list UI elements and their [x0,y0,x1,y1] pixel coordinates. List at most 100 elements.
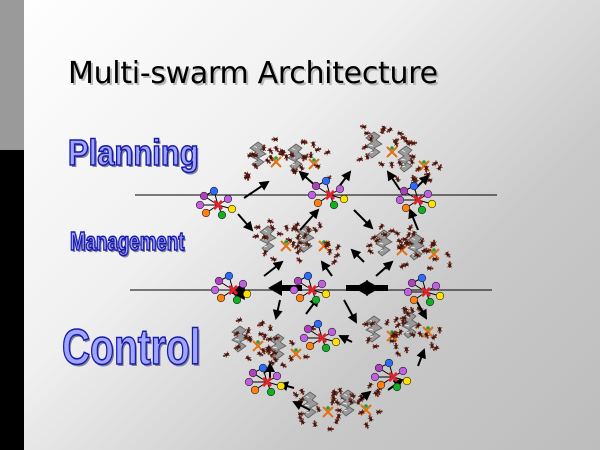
ant-icon [223,351,230,358]
ant-icon [245,327,252,334]
ant-icon [394,350,402,357]
swarm-icon [290,221,342,265]
molecule-agent-icon [370,358,412,392]
ant-icon [269,224,276,232]
ant-icon [403,138,410,145]
ant-icon [410,230,417,238]
ant-icon [314,146,322,153]
ant-icon [233,330,241,337]
ant-icon [361,143,369,151]
arrow-icon [350,248,365,263]
ant-icon [363,421,370,429]
ant-icon [292,391,300,399]
ant-icon [380,125,387,133]
ant-icon [432,256,439,262]
ant-icon [380,231,388,238]
arrow-icon [338,335,353,345]
ant-icon [300,154,307,162]
ant-icon [234,343,242,351]
ant-icon [368,320,376,327]
ant-icon [261,333,268,341]
ant-icon [244,354,252,362]
ant-icon [335,407,342,414]
ant-icon [373,237,381,244]
ant-icon [278,150,286,157]
ant-icon [410,174,417,182]
ant-icon [426,265,434,271]
ant-icon [372,390,380,398]
ant-icon [397,328,404,336]
layer-label-planning: Planning [67,131,199,174]
ant-icon [367,415,374,422]
ant-icon [347,398,355,405]
ant-icon [393,316,400,323]
ant-icon [285,237,293,244]
ant-icon [408,157,415,165]
ant-icon [416,330,424,338]
ant-icon [335,243,342,251]
ant-icon [298,411,305,417]
ant-icon [359,124,367,130]
ant-icon [303,354,310,360]
ant-icon [393,230,401,237]
arrow-icon [346,280,380,296]
ant-icon [262,234,269,241]
ant-icon [298,164,305,172]
ant-icon [388,161,395,169]
ant-icon [403,346,410,354]
arrow-icon [353,209,374,230]
ant-icon [273,145,280,153]
ant-icon [294,243,301,250]
arrow-icon [359,390,372,401]
ant-icon [252,233,260,240]
molecule-agent-icon [299,319,341,353]
ant-icon [290,241,297,248]
ant-icon [312,226,319,234]
ant-icon [420,247,428,254]
ant-icon [413,252,421,259]
ant-icon [390,333,397,340]
ant-icon [267,324,274,332]
ant-icon [265,346,273,353]
arrow-icon [292,401,311,411]
swarm-icon [397,305,443,352]
ant-icon [367,248,374,255]
ant-icon [279,361,287,369]
ant-icon [333,252,341,259]
ant-icon [363,130,371,136]
arrow-icon [243,180,270,199]
ant-icon [394,321,402,329]
ant-icon [349,392,357,400]
ant-icon [302,232,309,240]
ant-icon [270,256,277,263]
ant-icon [323,149,331,156]
ant-icon [256,350,264,357]
slide-title: Multi-swarm Architecture [68,56,438,91]
ant-icon [235,316,243,324]
ant-icon [365,336,372,344]
layer-label-control: Control [61,318,201,376]
ant-icon [444,251,451,258]
ant-icon [389,338,397,344]
ant-icon [283,224,290,232]
ant-icon [245,174,251,181]
molecule-agent-icon [403,273,445,307]
ant-icon [401,306,408,313]
molecule-agent-icon [195,186,237,220]
ant-icon [431,160,439,167]
ant-icon [409,153,416,160]
ant-icon [436,164,443,171]
swarm-icon [278,138,332,182]
ant-icon [372,343,380,350]
ant-icon [260,144,267,152]
ant-icon [399,315,407,321]
ant-icon [396,237,403,245]
ant-icon [392,140,400,147]
ant-icon [253,224,261,230]
ant-icon [399,263,406,270]
arrow-icon [272,299,283,320]
ant-icon [289,339,296,347]
arrow-icon [408,208,419,231]
